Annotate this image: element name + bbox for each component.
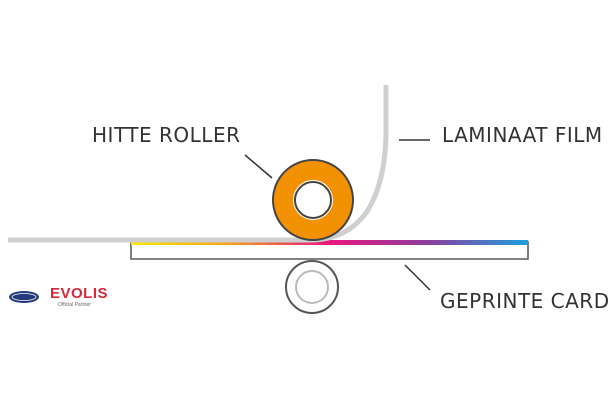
roller-leader-line (244, 154, 273, 179)
evolis-logo: EVOLIS Official Partner (6, 285, 109, 312)
heat-roller-label: HITTE ROLLER (92, 123, 241, 147)
heat-roller-outline (272, 159, 354, 241)
printed-card-label: GEPRINTE CARD (440, 289, 610, 313)
laminate-film-label: LAMINAAT FILM (442, 123, 603, 147)
card-leader-line (404, 264, 431, 291)
card-print-layer (131, 240, 528, 245)
evolis-wordmark: EVOLIS (50, 285, 109, 302)
logo-subtitle: Official Partner (58, 302, 91, 308)
card-vision-badge-icon (9, 291, 39, 303)
support-roller-inner (295, 270, 329, 304)
heat-roller-hub (294, 181, 332, 219)
heat-roller (273, 160, 353, 240)
